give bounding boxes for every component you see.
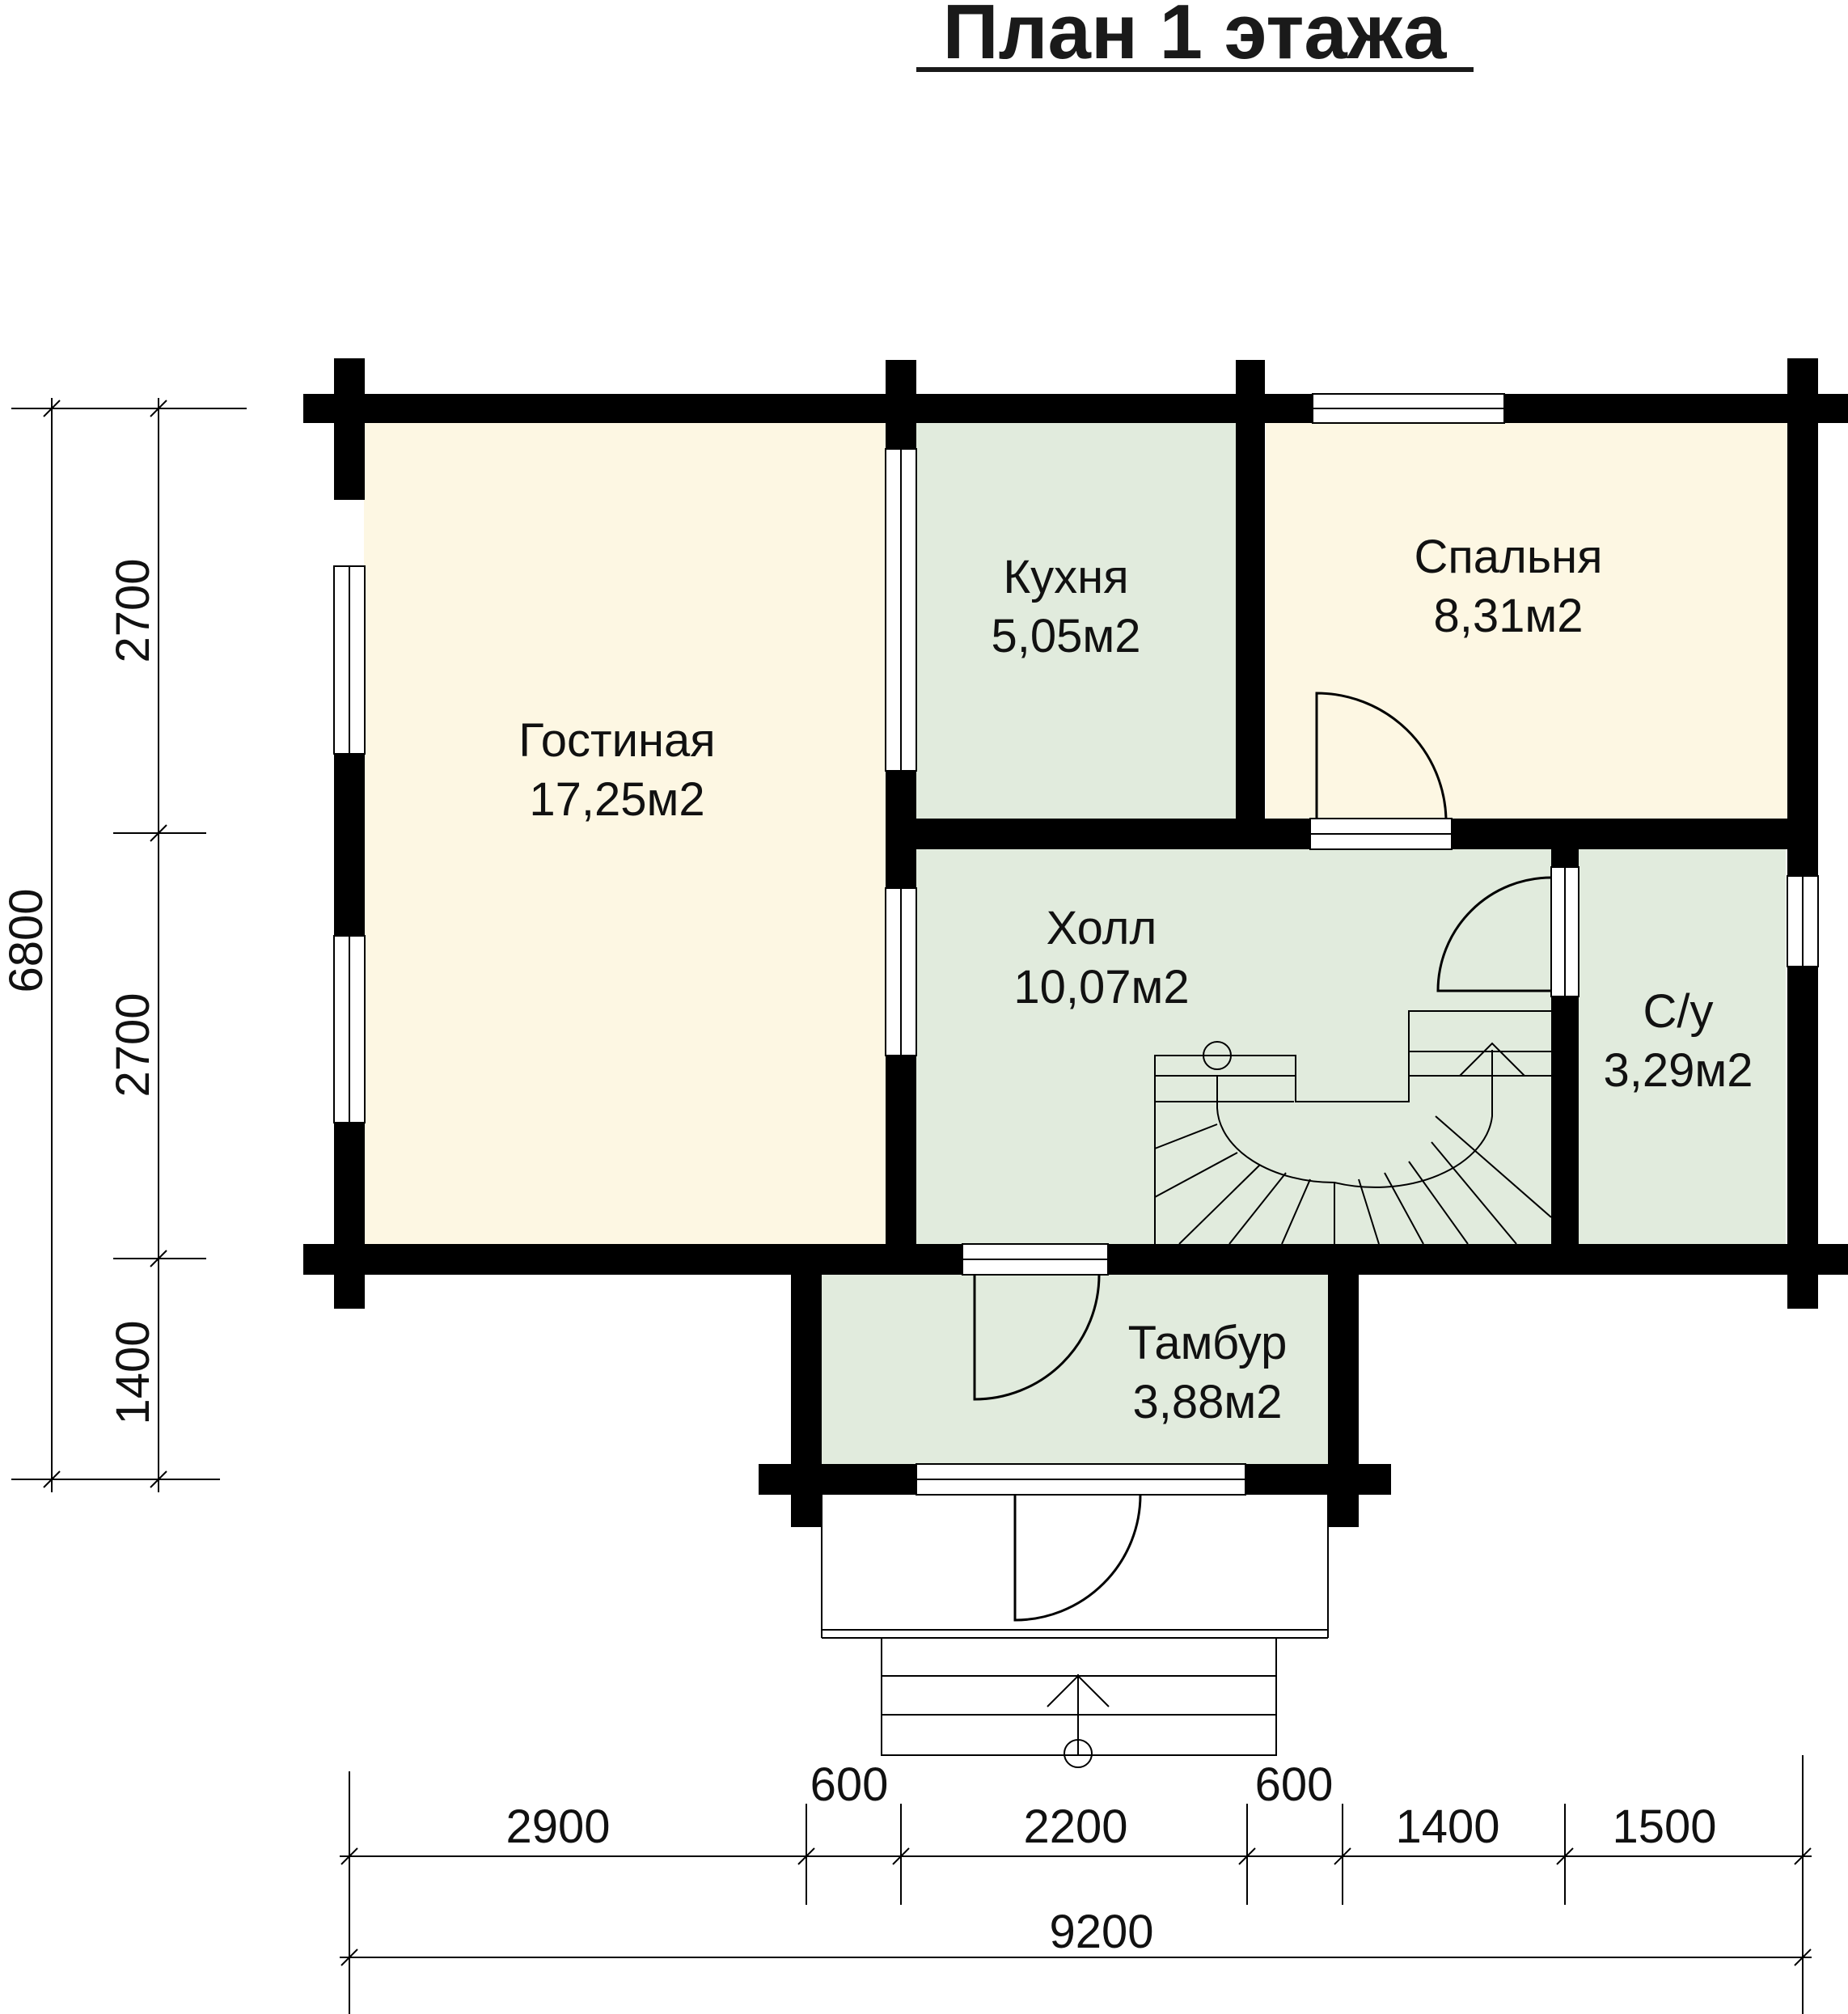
dim-left-seg-2: 2700 bbox=[107, 992, 159, 1097]
dim-left-seg-3: 1400 bbox=[107, 1320, 159, 1424]
dim-bottom-seg-2: 600 bbox=[810, 1758, 889, 1811]
dim-bottom-seg-6: 1500 bbox=[1612, 1800, 1716, 1853]
page-title: План 1 этажа bbox=[943, 0, 1447, 75]
living-room-name: Гостиная bbox=[518, 714, 715, 767]
doors bbox=[962, 692, 1579, 1622]
dim-bottom-seg-5: 1400 bbox=[1395, 1800, 1499, 1853]
windows bbox=[333, 393, 1819, 1496]
left-dimensions bbox=[11, 398, 247, 1492]
entrance-door bbox=[1013, 1494, 1142, 1622]
dim-bottom-total: 9200 bbox=[1049, 1906, 1153, 1958]
hall-name: Холл bbox=[1047, 902, 1157, 954]
living-room-floor bbox=[364, 423, 888, 1244]
bedroom-door bbox=[1315, 692, 1448, 819]
staircase bbox=[1154, 1010, 1552, 1245]
bathroom-area: 3,29м2 bbox=[1603, 1044, 1753, 1097]
room-labels: Гостиная 17,25м2 Кухня 5,05м2 Спальня 8,… bbox=[518, 531, 1753, 1428]
vestibule-name: Тамбур bbox=[1128, 1317, 1288, 1369]
hall-floor bbox=[914, 849, 1553, 1244]
bathroom-door bbox=[1436, 876, 1552, 992]
kitchen-name: Кухня bbox=[1003, 551, 1128, 603]
kitchen-area: 5,05м2 bbox=[991, 610, 1140, 662]
bottom-dimensions bbox=[340, 1755, 1812, 2014]
bedroom-area: 8,31м2 bbox=[1433, 590, 1583, 642]
dim-left-total: 6800 bbox=[0, 888, 53, 992]
porch bbox=[821, 1495, 1329, 1768]
vestibule-area: 3,88м2 bbox=[1132, 1376, 1282, 1428]
hall-area: 10,07м2 bbox=[1013, 961, 1189, 1013]
dim-bottom-seg-1: 2900 bbox=[505, 1800, 610, 1853]
hall-door bbox=[973, 1274, 1101, 1401]
living-room-area: 17,25м2 bbox=[529, 773, 704, 826]
bathroom-name: С/у bbox=[1643, 985, 1714, 1038]
vestibule-floor bbox=[821, 1274, 1329, 1464]
bedroom-floor bbox=[1266, 423, 1787, 819]
bathroom-floor bbox=[1577, 849, 1786, 1244]
bedroom-name: Спальня bbox=[1414, 531, 1602, 583]
dim-bottom-seg-3: 2200 bbox=[1023, 1800, 1127, 1853]
dim-left-seg-1: 2700 bbox=[107, 558, 159, 662]
dim-bottom-seg-4: 600 bbox=[1255, 1758, 1334, 1811]
walls bbox=[303, 358, 1848, 1527]
kitchen-floor bbox=[914, 423, 1237, 819]
